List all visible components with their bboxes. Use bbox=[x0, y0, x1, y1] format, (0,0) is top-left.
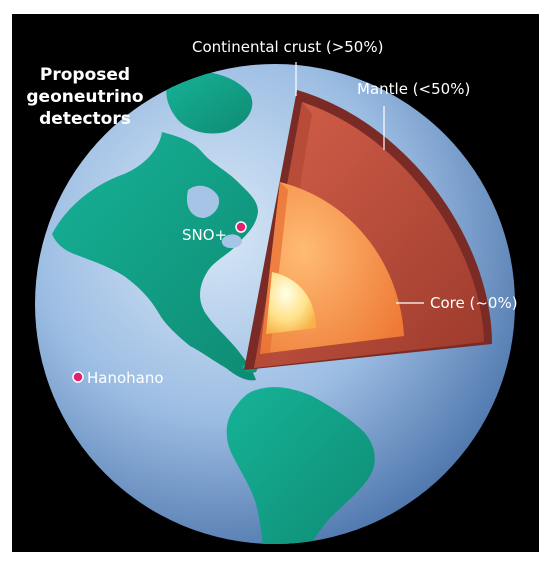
hudson-bay bbox=[186, 185, 220, 218]
diagram-panel: Proposed geoneutrino detectors Continent… bbox=[12, 14, 539, 552]
core-face-edge bbox=[260, 182, 288, 354]
inner-core-layer bbox=[266, 272, 316, 334]
crust-label: Continental crust (>50%) bbox=[192, 38, 384, 56]
diagram-title: Proposed geoneutrino detectors bbox=[12, 64, 160, 130]
title-line-2: geoneutrino bbox=[26, 87, 144, 107]
great-lakes bbox=[221, 234, 242, 249]
south-america-landmass bbox=[226, 387, 375, 544]
detector-marker-icon bbox=[235, 221, 247, 233]
hanohano-detector-label: Hanohano bbox=[87, 369, 164, 387]
title-line-3: detectors bbox=[39, 109, 131, 129]
earth-diagram bbox=[35, 62, 515, 544]
detector-marker-icon bbox=[72, 371, 84, 383]
sno-detector-label: SNO+ bbox=[182, 226, 228, 244]
title-line-1: Proposed bbox=[39, 65, 131, 85]
mantle-label: Mantle (<50%) bbox=[357, 80, 471, 98]
core-label: Core (~0%) bbox=[430, 294, 518, 312]
greenland-landmass bbox=[166, 71, 253, 134]
